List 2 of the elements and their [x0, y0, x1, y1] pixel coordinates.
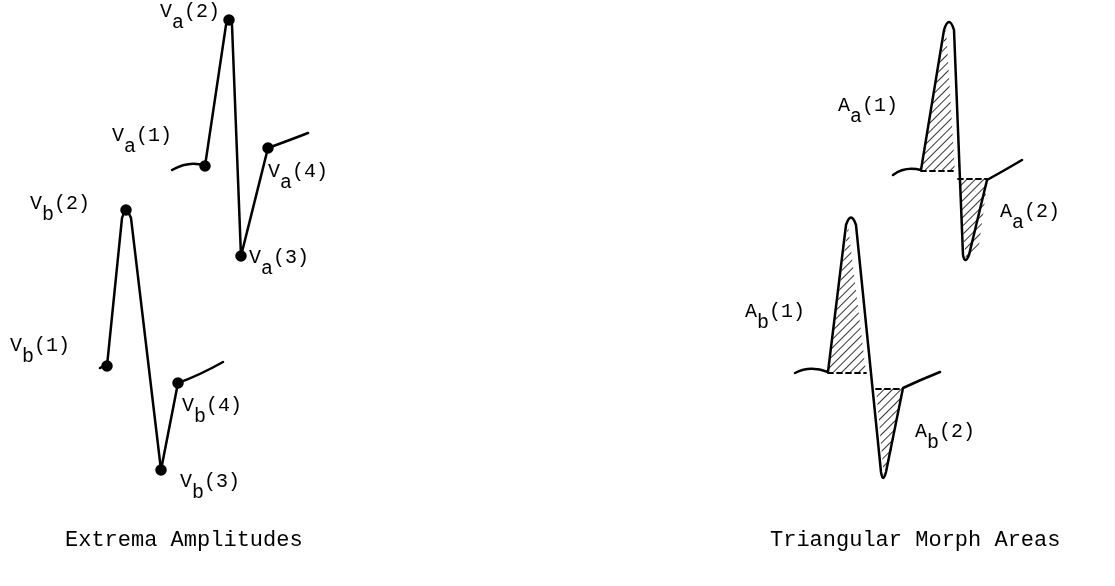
- panel-caption: Triangular Morph Areas: [770, 528, 1061, 555]
- panel-caption: Extrema Amplitudes: [65, 528, 303, 555]
